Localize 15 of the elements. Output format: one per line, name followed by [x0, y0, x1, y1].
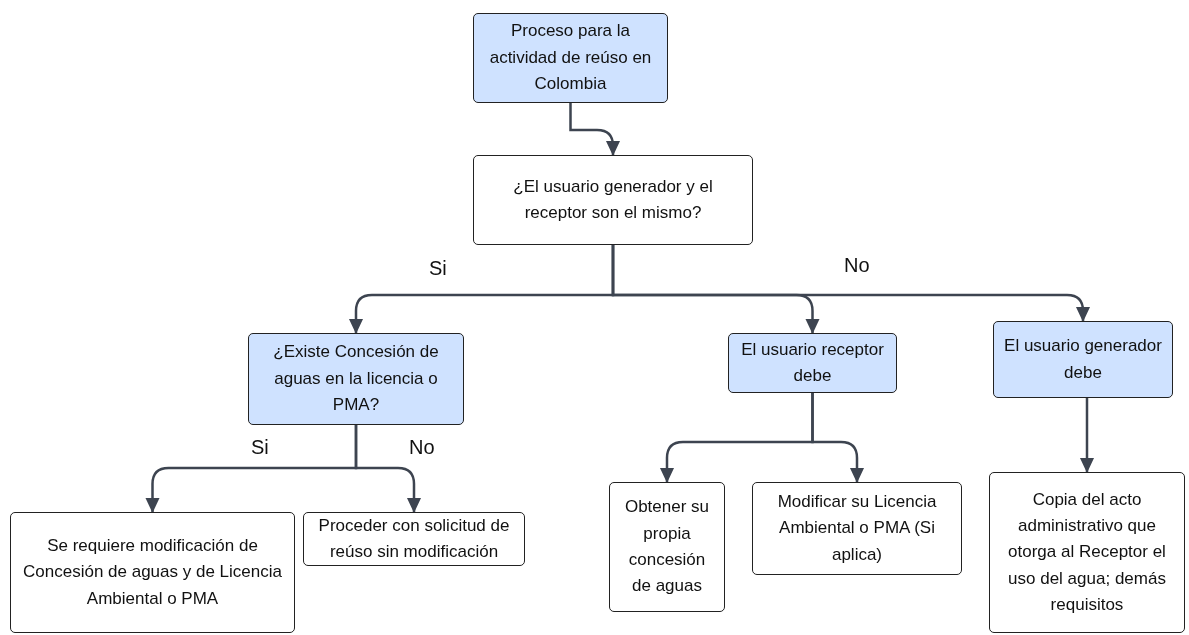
- process-box: Copia del acto administrativo que otorga al Receptor el uso del agua; demás requisitos: [989, 472, 1185, 633]
- highlighted-process-box: Proceso para la actividad de reúso en Colombia: [473, 13, 668, 103]
- connector-arrow: [569, 103, 620, 156]
- process-box: ¿El usuario generador y el receptor son el mismo?: [473, 155, 753, 245]
- highlighted-process-box: El usuario receptor debe: [728, 333, 897, 393]
- connector-arrow: [354, 425, 421, 513]
- process-box: Modificar su Licencia Ambiental o PMA (Si aplica): [752, 482, 962, 575]
- process-box: Proceder con solicitud de reúso sin modificación: [303, 512, 525, 566]
- connector-arrow: [1080, 398, 1094, 473]
- connector-arrow: [811, 393, 864, 483]
- highlighted-process-box: El usuario generador debe: [993, 321, 1173, 398]
- process-box: Se requiere modificación de Concesión de aguas y de Licencia Ambiental o PMA: [10, 512, 295, 633]
- process-box: Obtener su propia concesión de aguas: [609, 482, 725, 612]
- connector-arrow: [611, 245, 1090, 322]
- highlighted-process-box: ¿Existe Concesión de aguas en la licencia o PMA?: [248, 333, 464, 425]
